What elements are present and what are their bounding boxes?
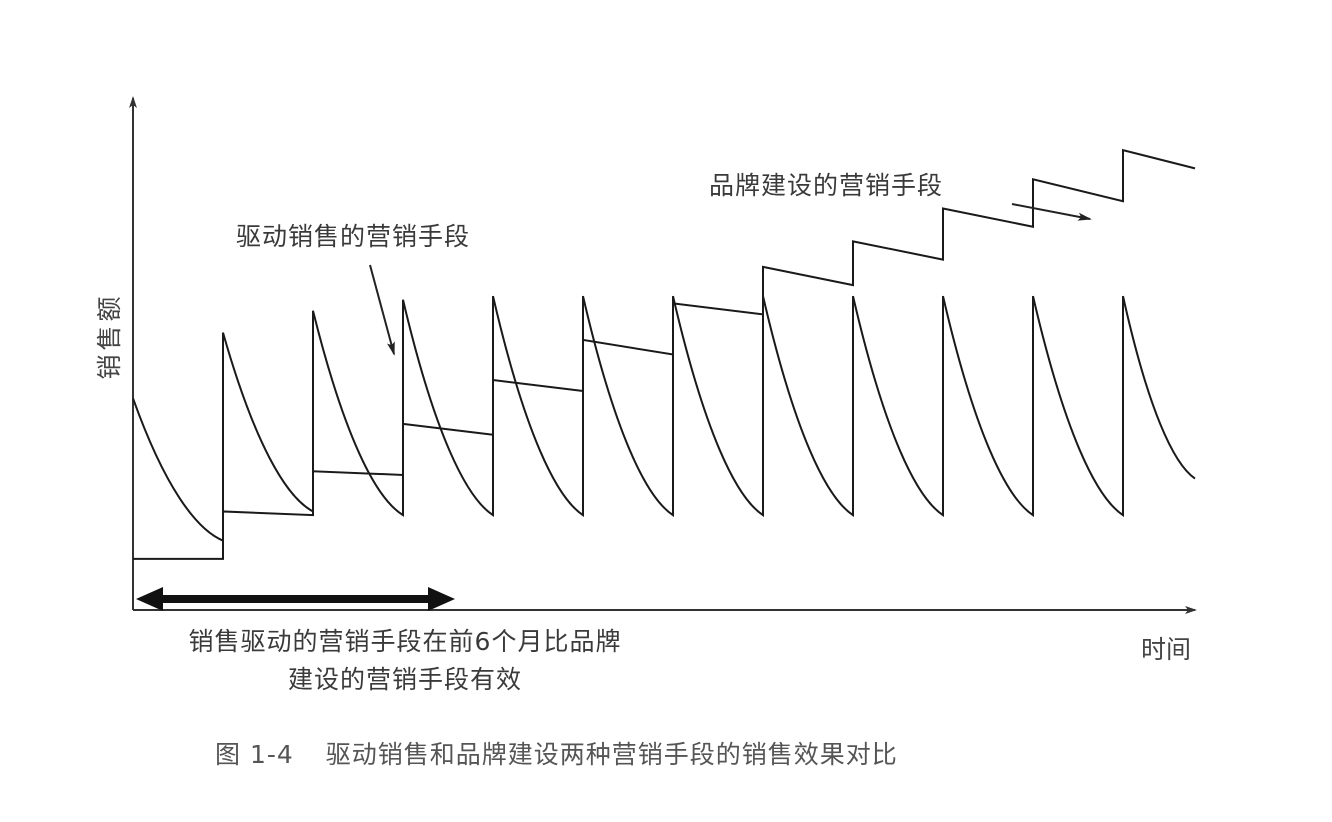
first-six-months-double-arrow-icon xyxy=(136,587,455,611)
sales-driven-series-line xyxy=(132,295,1196,543)
note-line-2: 建设的营销手段有效 xyxy=(287,665,522,694)
brand-building-annotation: 品牌建设的营销手段 xyxy=(709,171,944,200)
first-six-months-note: 销售驱动的营销手段在前6个月比品牌 建设的营销手段有效 xyxy=(140,623,670,699)
figure-title: 驱动销售和品牌建设两种营销手段的销售效果对比 xyxy=(325,740,898,769)
sales-annotation-arrow-icon xyxy=(369,264,395,356)
y-axis-label: 销售额 xyxy=(95,292,124,380)
brand-building-series-line xyxy=(133,148,1196,560)
sales-driven-annotation: 驱动销售的营销手段 xyxy=(236,222,471,251)
axes xyxy=(129,96,1197,614)
figure-caption: 图 1-4 驱动销售和品牌建设两种营销手段的销售效果对比 xyxy=(215,735,898,771)
note-line-1: 销售驱动的营销手段在前6个月比品牌 xyxy=(188,627,622,656)
brand-annotation-arrow-icon xyxy=(1011,203,1092,221)
figure-number: 图 1-4 xyxy=(215,740,294,769)
x-axis-label: 时间 xyxy=(1141,635,1192,664)
